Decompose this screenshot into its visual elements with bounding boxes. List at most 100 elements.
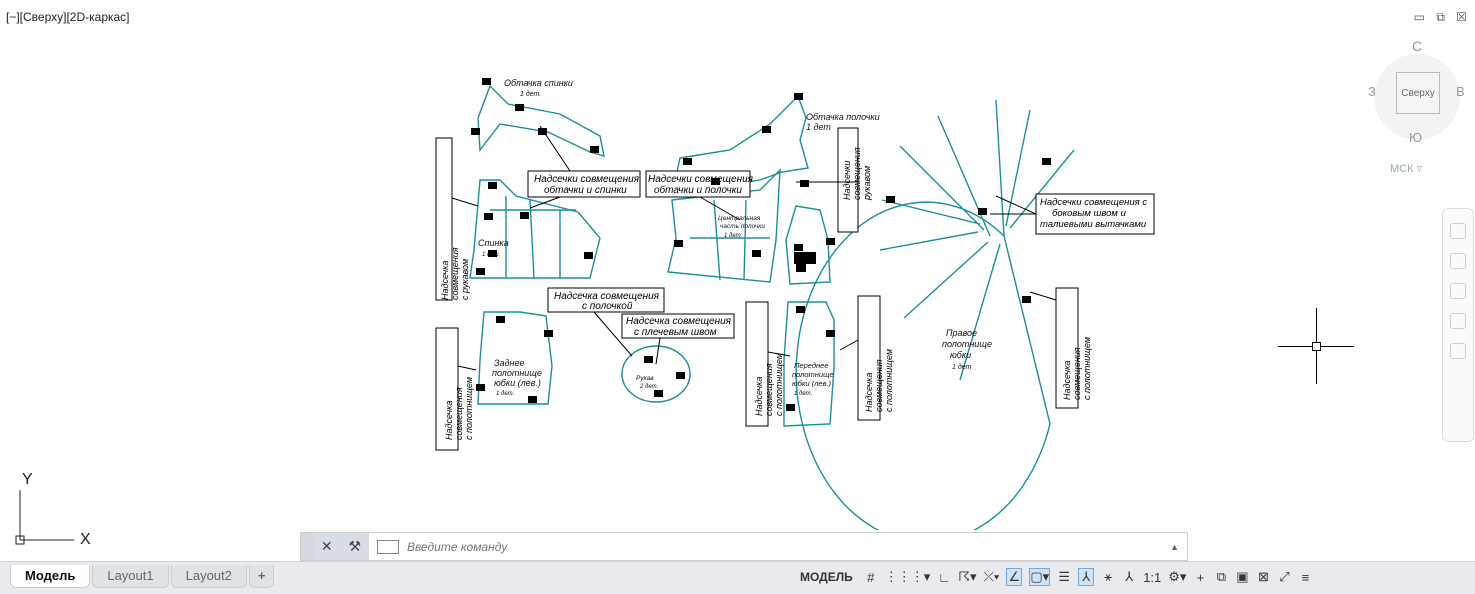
status-bar: Модель Layout1 Layout2 + МОДЕЛЬ # ⋮⋮⋮▾ ∟… (0, 561, 1475, 594)
isodraft-icon[interactable]: ⤫▾ (983, 569, 1000, 584)
callout-4-line-1: Надсечка совмещения (626, 316, 732, 327)
label-front-skirt-1: Переднее (794, 361, 828, 370)
pan-icon[interactable] (1450, 253, 1466, 269)
viewcube[interactable]: С З В Ю Сверху МСК ▿ (1368, 38, 1468, 183)
vnote-6-line-1: Надсечка (1062, 361, 1072, 400)
orbit-icon[interactable] (1450, 313, 1466, 329)
label-back-count: 1 дет. (482, 252, 500, 258)
navigation-bar[interactable] (1442, 208, 1474, 442)
callout-1-line-1: Надсечки совмещения (534, 174, 640, 185)
label-sleeve-count: 2 дет. (639, 384, 658, 390)
command-line[interactable]: ✕ ⚒ ▲ (300, 532, 1188, 561)
isolate-objects-icon[interactable]: ⊠ (1258, 569, 1269, 584)
add-layout-button[interactable]: + (248, 565, 275, 588)
compass-south-label[interactable]: Ю (1409, 130, 1423, 145)
vnote-5-line-3: с полотнищем (884, 349, 894, 412)
label-right-skirt-3: юбки (950, 350, 971, 360)
ucs-menu[interactable]: МСК ▿ (1390, 163, 1423, 175)
zoom-extents-icon[interactable] (1450, 283, 1466, 299)
annotation-visibility-icon[interactable]: ⚹ (1104, 569, 1113, 584)
drawing-canvas[interactable]: Обтачка спинки 1 дет. Обтачка полочки 1 … (0, 0, 1475, 530)
annotation-icon[interactable]: ⅄ (1078, 568, 1095, 586)
vnote-2-line-1: Надсечки (842, 161, 852, 200)
compass-east-label[interactable]: В (1456, 84, 1465, 99)
snap-icon[interactable]: ⋮⋮⋮▾ (884, 569, 931, 584)
vnote-4-line-3: с полотнищем (774, 353, 784, 416)
callout-3-line-1: Надсечка совмещения (554, 291, 660, 302)
callout-1-line-2: обтачки и спинки (544, 184, 627, 196)
callout-boxes (435, 127, 1155, 451)
label-back-facing-count: 1 дет. (520, 90, 541, 98)
tab-layout2[interactable]: Layout2 (170, 565, 247, 588)
fullscreen-icon[interactable]: ⤢ (1279, 569, 1290, 584)
vnote-1-line-3: с рукавом (460, 259, 470, 300)
label-right-skirt-count: 1 дет (952, 363, 972, 371)
compass-west-label[interactable]: З (1368, 84, 1376, 99)
osnap-icon[interactable]: ▢▾ (1029, 568, 1051, 586)
vnote-1-line-2: совмещения (450, 247, 460, 300)
label-front-skirt-count: 1 дет. (794, 391, 812, 397)
vnote-3-line-3: с полотнищем (464, 377, 474, 440)
ucs-y-label: Y (22, 471, 33, 488)
quick-properties-icon[interactable]: ▣ (1236, 569, 1249, 584)
tab-model[interactable]: Модель (10, 565, 91, 588)
callout-5-line-1: Надсечки совмещения с (1040, 197, 1147, 208)
callout-2-line-1: Надсечки совмещения (648, 174, 754, 185)
layout-tabs: Модель Layout1 Layout2 + (10, 565, 276, 588)
vnote-6-line-3: с полотнищем (1082, 337, 1092, 400)
plus-icon[interactable]: + (1196, 569, 1205, 585)
label-center-2: часть полочки (720, 223, 765, 230)
osnap-tracking-icon[interactable]: ∠ (1006, 568, 1023, 586)
model-space-toggle[interactable]: МОДЕЛЬ (800, 570, 853, 584)
ortho-icon[interactable]: ∟ (937, 569, 951, 585)
label-back-skirt-count: 1 дет. (496, 391, 514, 397)
notch-markers (471, 78, 1051, 411)
vnote-5-line-2: совмещения (874, 359, 884, 412)
units-icon[interactable]: ⧉ (1216, 569, 1227, 584)
callout-3-line-2: с полочкой (582, 301, 633, 312)
label-front-facing-count: 1 дет (806, 122, 831, 132)
sleeve-piece (621, 345, 691, 403)
vertical-notes: Надсечка совмещения с рукавом Надсечки с… (440, 147, 1092, 440)
label-back: Спинка (478, 238, 509, 248)
callout-5-line-2: боковым швом и (1052, 208, 1127, 219)
compass-north-label[interactable]: С (1412, 38, 1423, 54)
callout-5-line-3: талиевыми вытачками (1040, 219, 1147, 230)
wrench-icon[interactable]: ⚒ (348, 538, 362, 554)
lineweight-icon[interactable]: ☰ (1058, 569, 1071, 584)
pickbox (1312, 342, 1321, 351)
ucs-x-label: X (80, 531, 91, 548)
right-skirt-piece (795, 201, 1051, 530)
front-skirt-piece (783, 301, 835, 427)
back-piece (469, 179, 601, 279)
label-back-skirt-1: Заднее (494, 358, 524, 368)
recent-commands-icon[interactable] (377, 539, 399, 554)
grid-icon[interactable]: # (867, 569, 875, 585)
label-center-1: Центральная (718, 215, 761, 222)
tab-layout1[interactable]: Layout1 (92, 565, 169, 588)
polar-icon[interactable]: ☈▾ (958, 569, 977, 584)
scale-dropdown[interactable]: 1:1 (1143, 569, 1162, 585)
status-tools: МОДЕЛЬ # ⋮⋮⋮▾ ∟ ☈▾ ⤫▾ ∠ ▢▾ ☰ ⅄ ⚹ ⅄ 1:1 ⚙… (800, 568, 1312, 586)
label-front-skirt-2: полотнище (792, 370, 834, 379)
back-skirt-piece (477, 311, 553, 405)
command-input[interactable] (405, 538, 1171, 555)
autoscale-icon[interactable]: ⅄ (1125, 569, 1134, 584)
callout-2-line-2: обтачки и полочки (654, 184, 742, 196)
vnote-2-line-3: рукавом (862, 166, 872, 201)
label-front-skirt-3: юбки (лев.) (792, 379, 832, 388)
vnote-4-line-2: совмещения (764, 363, 774, 416)
viewport-label[interactable]: [−][Сверху][2D-каркас] (6, 10, 130, 24)
side-piece (785, 205, 831, 285)
steering-wheel-icon[interactable] (1450, 223, 1466, 239)
viewport-window-controls[interactable]: ▭ ⧉ ☒ (1413, 10, 1471, 24)
close-icon[interactable]: ✕ (320, 538, 333, 554)
vnote-1-line-1: Надсечка (440, 261, 450, 300)
ucs-icon: Y X (15, 471, 91, 548)
showmotion-icon[interactable] (1450, 343, 1466, 359)
customization-menu-icon[interactable]: ≡ (1301, 569, 1310, 585)
command-line-grip[interactable] (301, 533, 313, 560)
workspace-gear-icon[interactable]: ⚙▾ (1168, 569, 1187, 584)
command-history-up-icon[interactable]: ▲ (1170, 541, 1179, 552)
viewcube-top-face[interactable]: Сверху (1396, 72, 1440, 114)
